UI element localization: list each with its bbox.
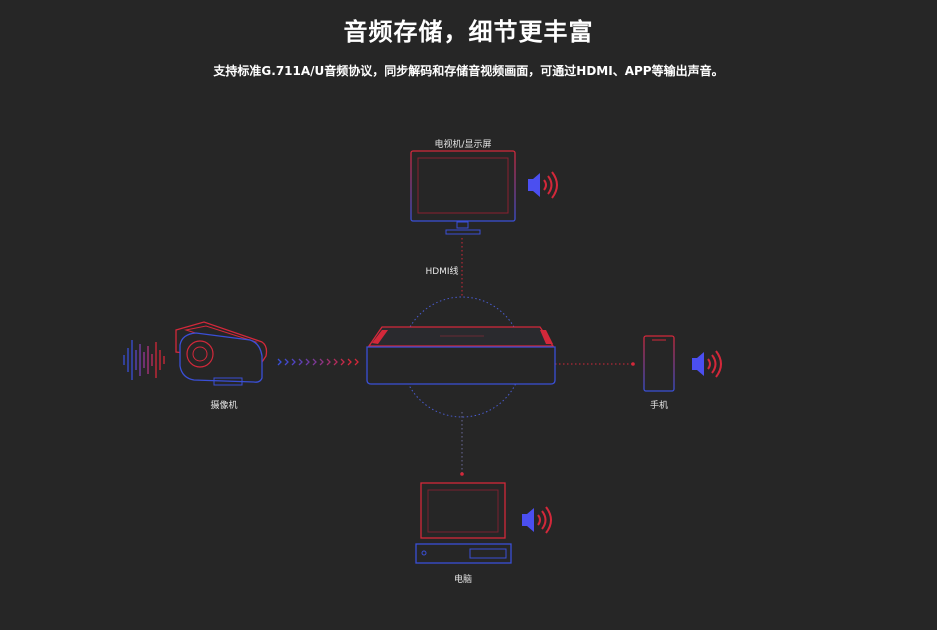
phone-label: 手机 bbox=[649, 401, 668, 411]
camera-icon bbox=[175, 321, 268, 386]
speaker-icon bbox=[528, 171, 558, 199]
camera-label: 摄像机 bbox=[210, 401, 238, 411]
tv-icon bbox=[410, 150, 516, 235]
hdmi-cable-label: HDMI线 bbox=[425, 267, 459, 277]
computer-icon bbox=[415, 482, 512, 564]
sound-wave-icon bbox=[123, 340, 165, 380]
phone-icon bbox=[643, 335, 675, 392]
computer-label: 电脑 bbox=[453, 575, 472, 585]
chevron-arrows bbox=[277, 358, 359, 366]
page-subtitle: 支持标准G.711A/U音频协议，同步解码和存储音视频画面，可通过HDMI、AP… bbox=[213, 64, 724, 78]
tv-label: 电视机/显示屏 bbox=[434, 140, 492, 150]
speaker-icon bbox=[522, 506, 552, 534]
connection-lines bbox=[460, 238, 635, 476]
page-title: 音频存储，细节更丰富 bbox=[343, 18, 594, 46]
speaker-icon bbox=[692, 350, 722, 378]
nvr-device-icon bbox=[366, 326, 556, 385]
